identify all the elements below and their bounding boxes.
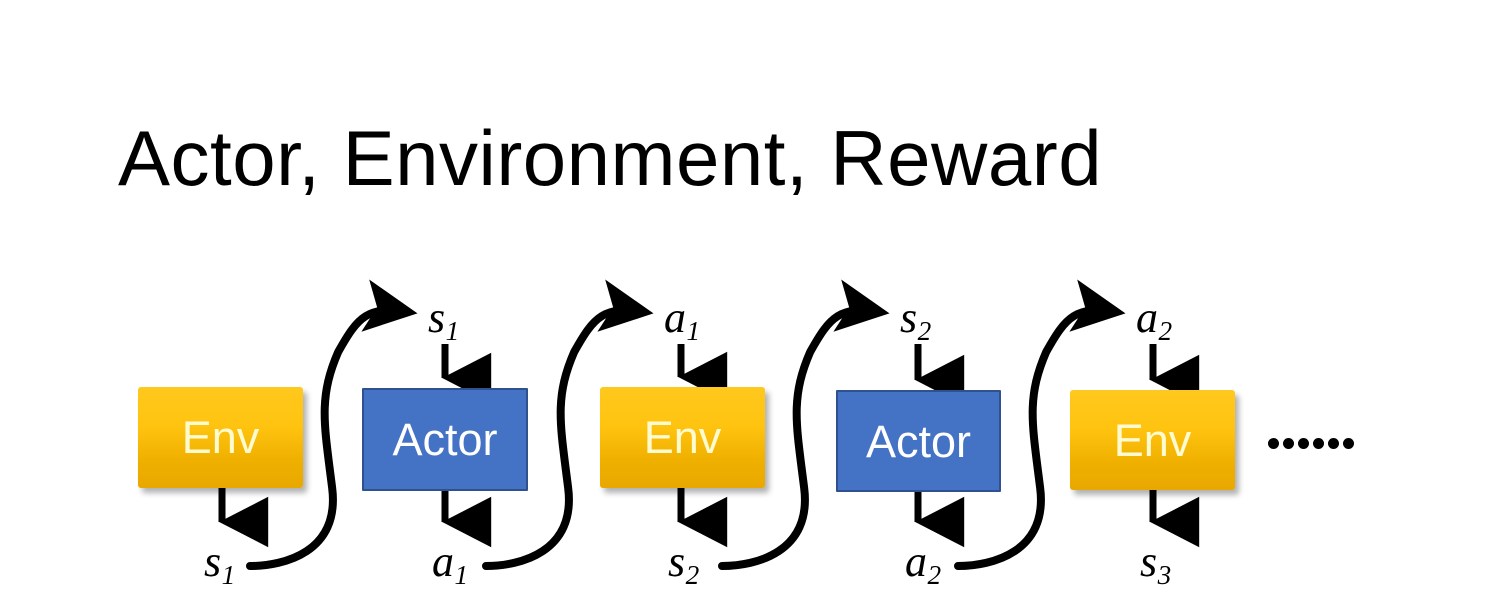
node-box-label: Actor xyxy=(392,414,498,465)
symbol-base: a xyxy=(1136,293,1158,342)
symbol-subscript: 1 xyxy=(454,560,469,591)
symbol-base: s xyxy=(204,537,222,586)
math-label-top-a2: a2 xyxy=(1136,293,1172,345)
node-box-label: Env xyxy=(1113,414,1192,466)
ellipsis-dot xyxy=(1343,438,1354,449)
math-label-bot-s1: s1 xyxy=(204,537,235,589)
symbol-base: s xyxy=(668,537,686,586)
node-box-label: Env xyxy=(643,412,722,463)
down-arrows-out-of-boxes xyxy=(218,488,1200,548)
math-label-top-a1: a1 xyxy=(664,293,700,345)
node-box-label: Actor xyxy=(865,415,972,467)
symbol-base: s xyxy=(428,293,446,342)
symbol-subscript: 2 xyxy=(685,560,700,591)
symbol-subscript: 1 xyxy=(445,316,460,347)
symbol-subscript: 2 xyxy=(1158,316,1173,347)
symbol-subscript: 3 xyxy=(1157,560,1172,591)
symbol-subscript: 2 xyxy=(927,560,942,591)
symbol-base: s xyxy=(1140,537,1158,586)
ellipsis-continuation xyxy=(1268,438,1354,449)
ellipsis-dot xyxy=(1313,438,1324,449)
math-label-bot-s3: s3 xyxy=(1140,537,1171,589)
ellipsis-dot xyxy=(1283,438,1294,449)
ellipsis-dot xyxy=(1268,438,1279,449)
symbol-base: a xyxy=(905,537,927,586)
symbol-base: a xyxy=(664,293,686,342)
node-box-env2[interactable]: Env xyxy=(600,387,765,488)
ellipsis-dot xyxy=(1328,438,1339,449)
node-box-env3[interactable]: Env xyxy=(1070,390,1235,490)
math-label-bot-a1: a1 xyxy=(432,537,468,589)
ellipsis-dot xyxy=(1298,438,1309,449)
math-label-top-s1: s1 xyxy=(428,293,459,345)
math-label-top-s2: s2 xyxy=(900,293,931,345)
symbol-base: s xyxy=(900,293,918,342)
node-box-env1[interactable]: Env xyxy=(138,387,303,488)
page-title: Actor, Environment, Reward xyxy=(118,114,1103,202)
math-label-bot-a2: a2 xyxy=(905,537,941,589)
symbol-subscript: 1 xyxy=(221,560,236,591)
node-box-label: Env xyxy=(181,412,260,463)
symbol-subscript: 2 xyxy=(917,316,932,347)
symbol-subscript: 1 xyxy=(686,316,701,347)
math-label-bot-s2: s2 xyxy=(668,537,699,589)
down-arrows-into-boxes xyxy=(441,344,1200,406)
symbol-base: a xyxy=(432,537,454,586)
node-box-actor1[interactable]: Actor xyxy=(362,388,528,491)
node-box-actor2[interactable]: Actor xyxy=(836,390,1001,492)
